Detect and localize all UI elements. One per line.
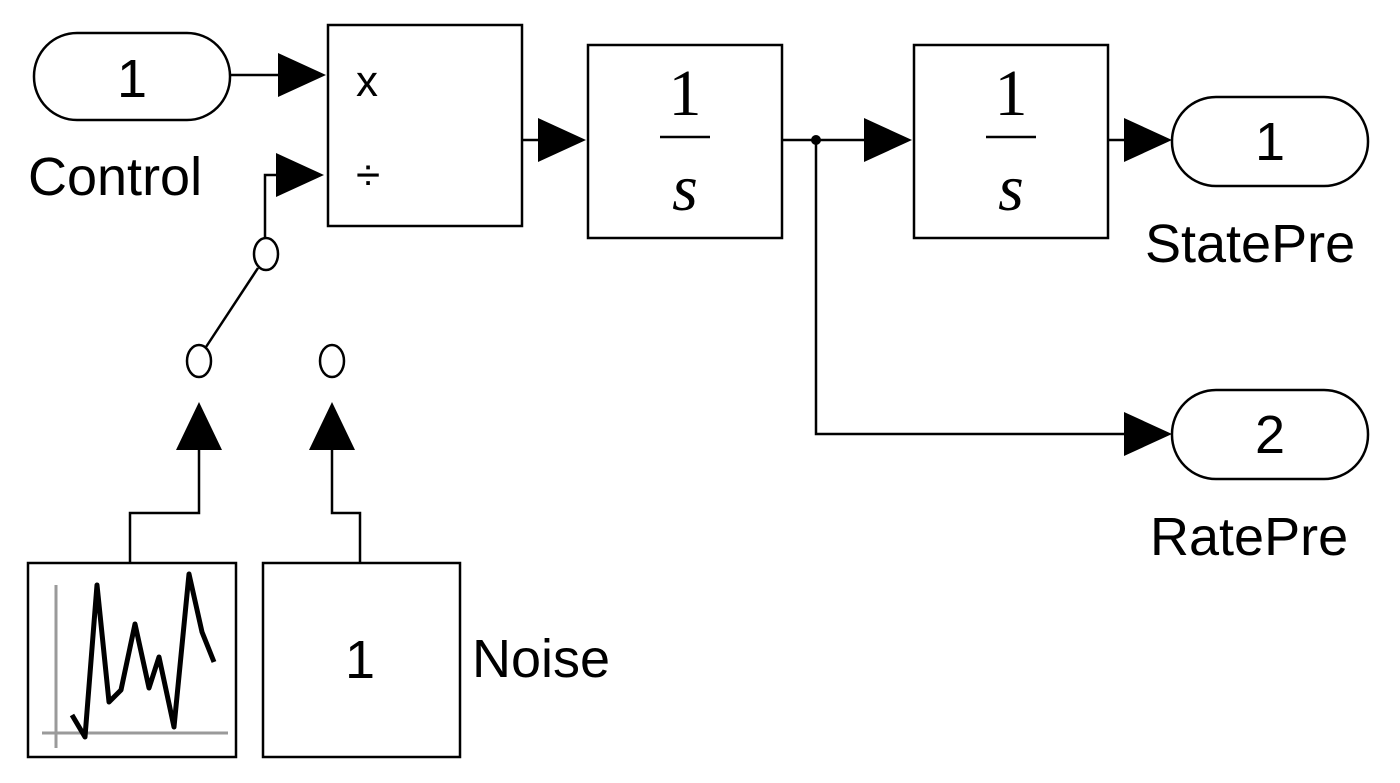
constant-value: 1 [345, 630, 375, 690]
wire-switch-to-divide [263, 153, 324, 238]
random-signal-icon [42, 571, 228, 748]
constant-block[interactable]: 1 [261, 561, 462, 759]
wire-control-to-divide [230, 53, 326, 97]
multiply-port-symbol: x [356, 57, 378, 106]
outport-ratepre-label: RatePre [1150, 507, 1348, 567]
wire-integrator-1-to-integrator-2 [782, 118, 912, 162]
integrator-block-1[interactable]: 1 s [586, 43, 784, 240]
inport-control[interactable]: 1 [32, 31, 232, 122]
outport-ratepre-number: 2 [1255, 405, 1285, 465]
outport-statepre-number: 1 [1255, 112, 1285, 172]
integrator-2-denominator: s [998, 152, 1024, 225]
manual-switch-icon[interactable] [185, 236, 346, 379]
integrator-2-numerator: 1 [995, 57, 1028, 130]
inport-label: Control [28, 147, 202, 207]
integrator-1-numerator: 1 [669, 57, 702, 130]
random-number-block[interactable] [26, 561, 238, 759]
wire-divide-to-integrator-1 [522, 118, 586, 162]
constant-label: Noise [472, 629, 610, 689]
wire-integrator-2-to-statepre [1108, 118, 1172, 162]
outport-statepre[interactable]: 1 [1170, 95, 1370, 188]
inport-number: 1 [117, 49, 147, 109]
wire-random-source-to-switch [128, 402, 222, 563]
outport-statepre-label: StatePre [1145, 214, 1355, 274]
outport-ratepre[interactable]: 2 [1170, 388, 1370, 481]
divide-port-symbol: ÷ [356, 151, 380, 200]
wire-branch-to-ratepre [814, 140, 1172, 456]
divide-block[interactable]: x ÷ [326, 23, 524, 228]
integrator-1-denominator: s [672, 152, 698, 225]
integrator-block-2[interactable]: 1 s [912, 43, 1110, 240]
wire-constant-to-switch [309, 402, 362, 563]
